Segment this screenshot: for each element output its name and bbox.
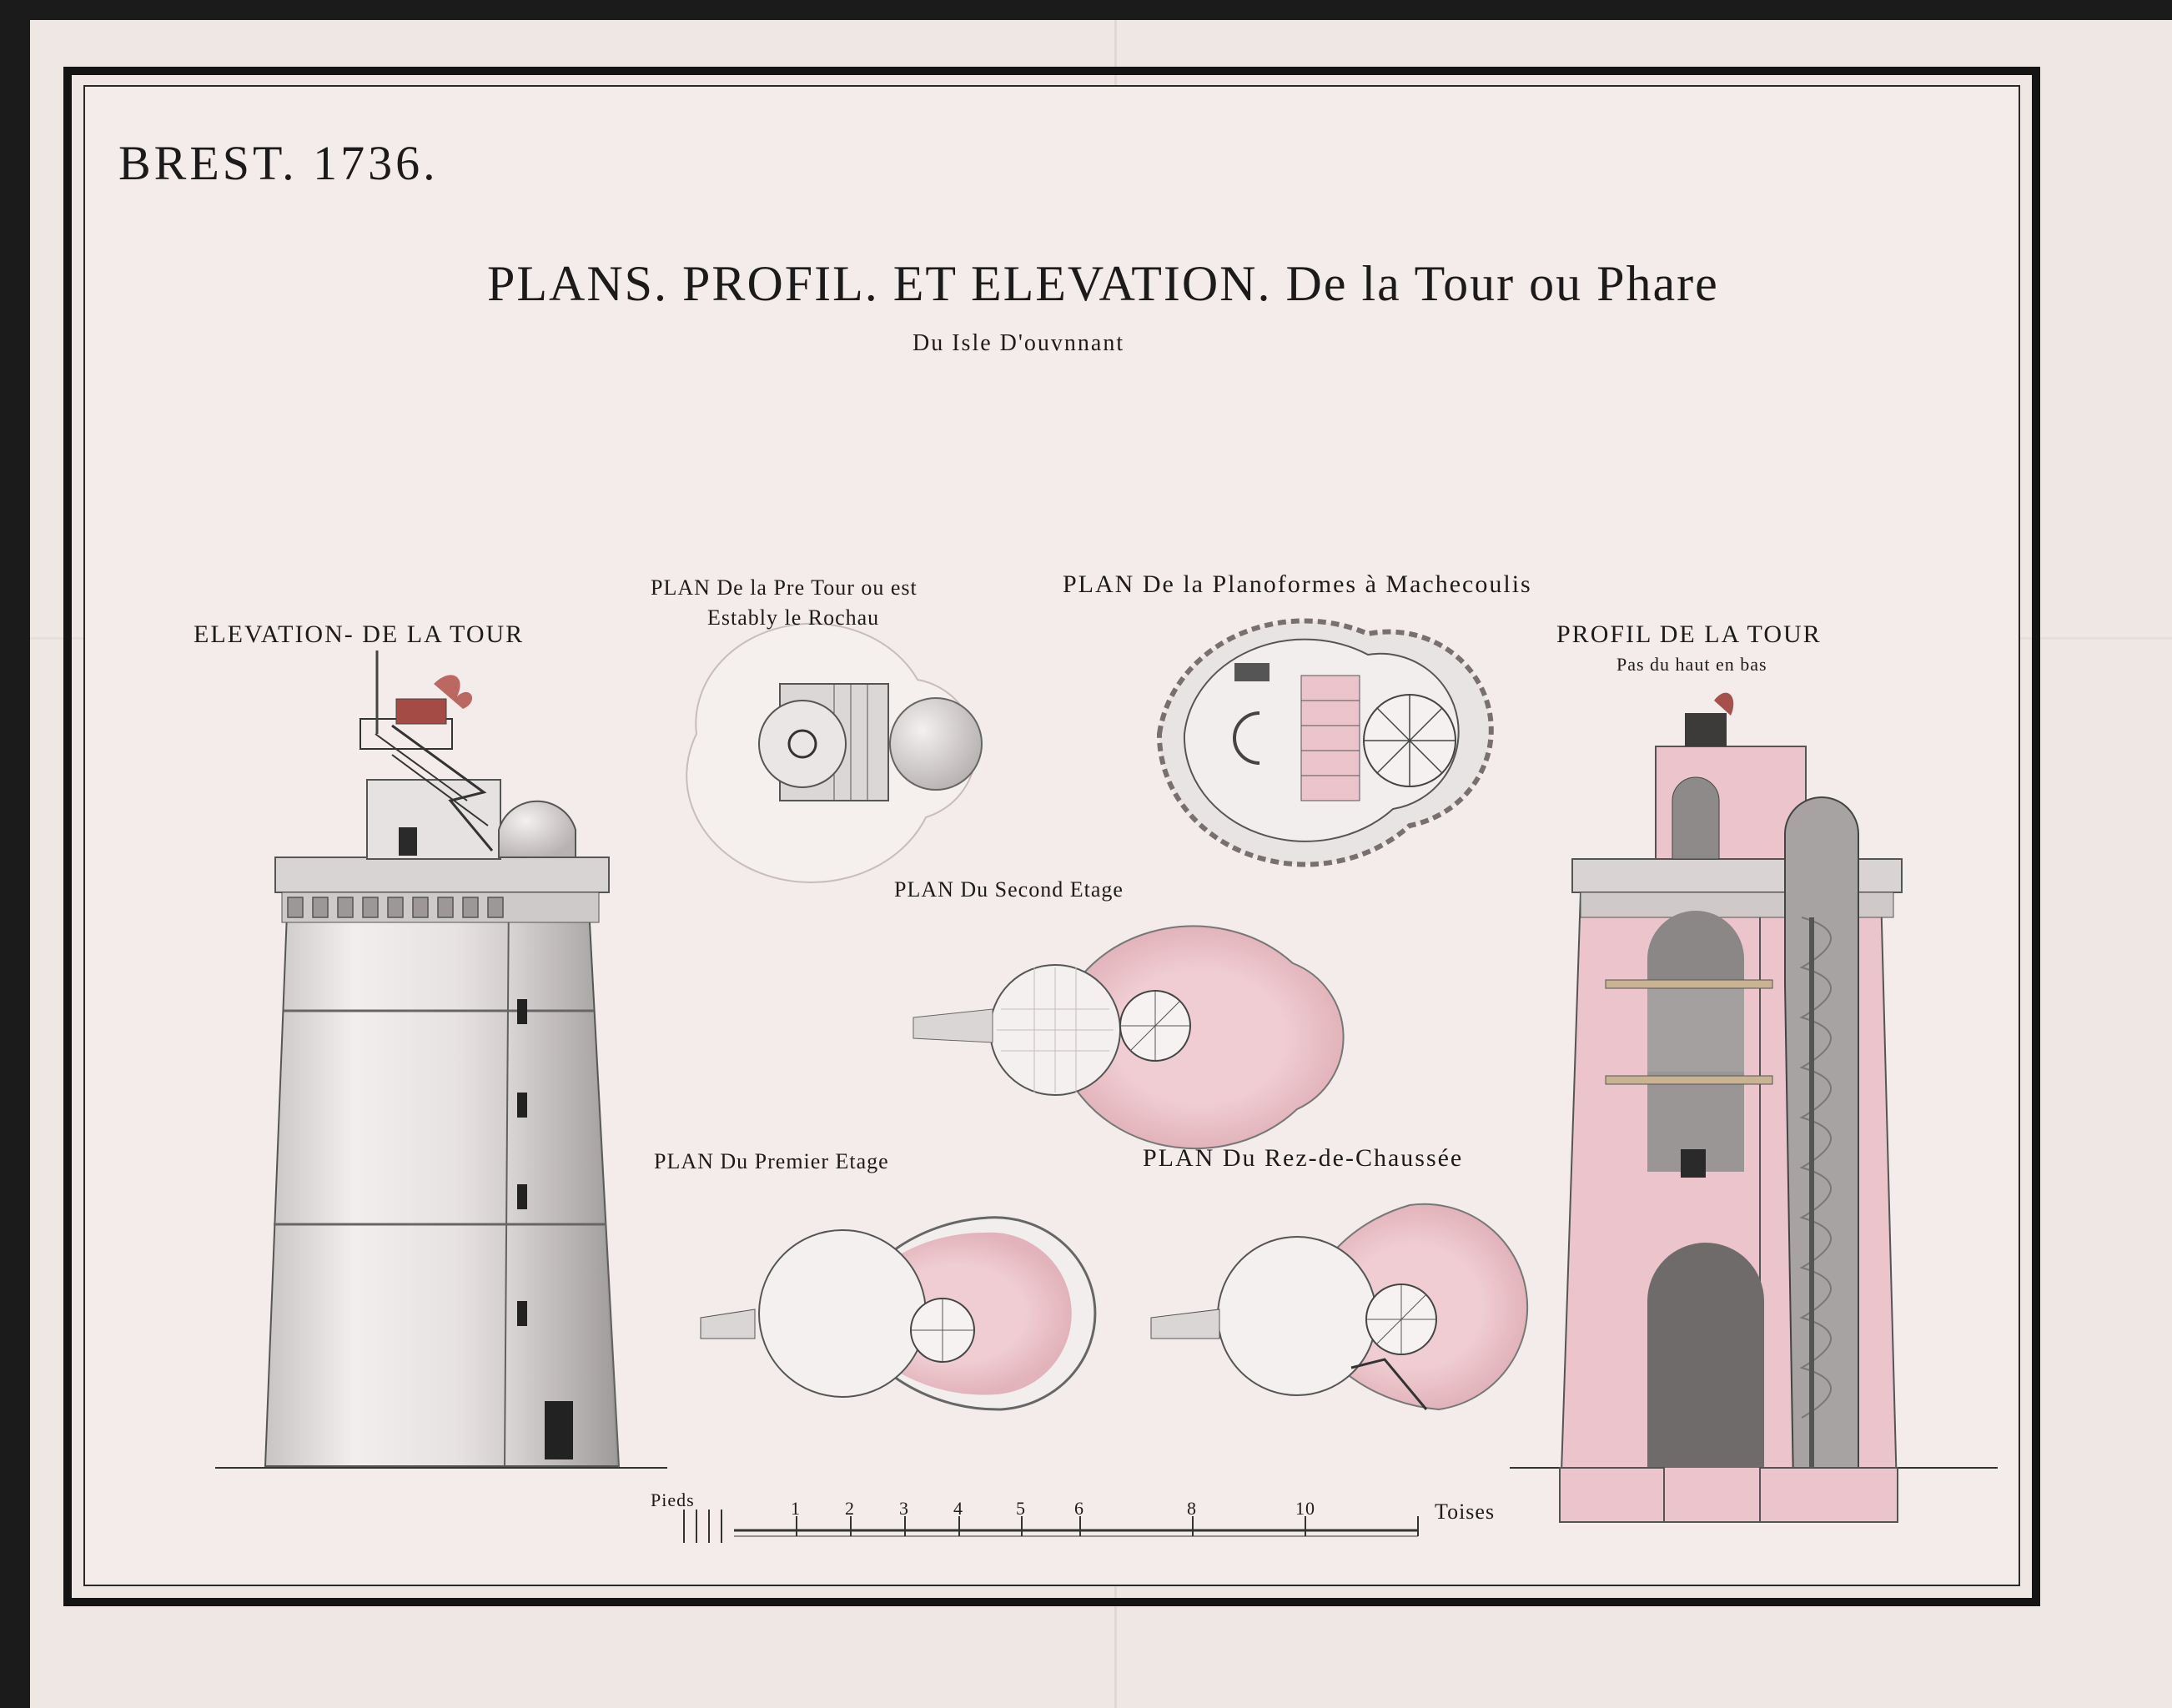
page-subtitle: Du Isle D'ouvnnant — [913, 330, 1125, 356]
scale-tick-4: 4 — [953, 1498, 963, 1519]
label-profile: PROFIL DE LA TOUR — [1556, 620, 1822, 648]
elevation-drawing — [215, 651, 667, 1469]
page-title: PLANS. PROFIL. ET ELEVATION. De la Tour … — [487, 256, 1719, 311]
scale-unit-label: Toises — [1435, 1500, 1496, 1524]
scale-tick-3: 3 — [899, 1498, 909, 1519]
scale-bar-drawing — [683, 1510, 1419, 1543]
scale-tick-8: 8 — [1187, 1498, 1197, 1519]
scale-tick-10: 10 — [1295, 1498, 1315, 1519]
scale-tick-2: 2 — [845, 1498, 855, 1519]
plan-first-floor-drawing — [700, 1216, 1097, 1411]
scale-tick-1: 1 — [791, 1498, 801, 1519]
label-plan-ground: PLAN Du Rez-de-Chaussée — [1143, 1144, 1464, 1172]
label-elevation: ELEVATION- DE LA TOUR — [194, 620, 525, 648]
scale-small-label: Pieds — [651, 1489, 695, 1510]
scale-tick-6: 6 — [1074, 1498, 1084, 1519]
plan-ground-floor-drawing — [1150, 1203, 1529, 1411]
scale-tick-5: 5 — [1016, 1498, 1026, 1519]
city-date-heading: BREST. 1736. — [118, 136, 439, 190]
label-plan-second: PLAN Du Second Etage — [894, 877, 1124, 902]
profile-drawing — [1510, 692, 1998, 1523]
label-plan-top-2: Estably le Rochau — [707, 605, 880, 630]
drawing-frame — [63, 67, 2040, 1606]
label-profile-sub: Pas du haut en bas — [1616, 654, 1767, 675]
plan-second-floor-drawing — [913, 925, 1345, 1150]
label-plan-first: PLAN Du Premier Etage — [654, 1149, 889, 1173]
label-plan-top: PLAN De la Pre Tour ou est — [651, 575, 918, 600]
plan-platform-drawing — [1156, 618, 1494, 867]
plan-top-drawing — [686, 622, 983, 883]
label-plan-platform: PLAN De la Planoformes à Machecoulis — [1063, 570, 1532, 598]
